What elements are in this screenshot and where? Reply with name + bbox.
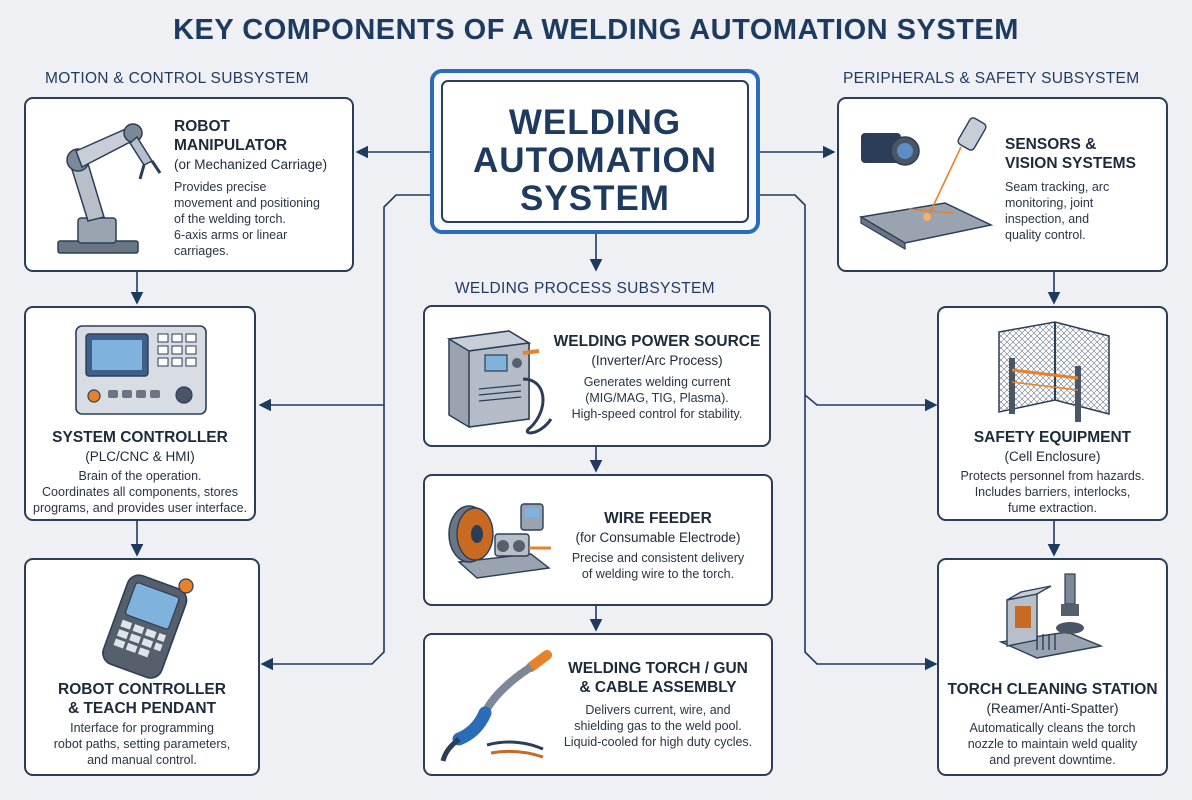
sensors-title-2: VISION SYSTEMS (1005, 155, 1136, 172)
page-title: KEY COMPONENTS OF A WELDING AUTOMATION S… (173, 14, 1019, 46)
controller-desc-1: Brain of the operation. (78, 469, 202, 483)
torch-desc-2: shielding gas to the weld pool. (574, 719, 742, 733)
feeder-title: WIRE FEEDER (604, 510, 712, 527)
robot-desc-3: of the welding torch. (174, 212, 286, 226)
robot-title-2: MANIPULATOR (174, 137, 288, 154)
section-motion-heading: MOTION & CONTROL SUBSYSTEM (45, 70, 309, 87)
cleaning-desc-1: Automatically cleans the torch (969, 721, 1136, 735)
safety-subtitle: (Cell Enclosure) (1004, 449, 1101, 464)
robot-manipulator-card: ROBOT MANIPULATOR (or Mechanized Carriag… (24, 97, 354, 272)
power-subtitle: (Inverter/Arc Process) (591, 353, 723, 368)
cleaning-subtitle: (Reamer/Anti-Spatter) (986, 701, 1119, 716)
controller-desc-3: programs, and provides user interface. (33, 501, 247, 515)
controller-subtitle: (PLC/CNC & HMI) (85, 449, 195, 464)
torch-cleaning-icon (998, 573, 1104, 659)
teach-pendant-icon (102, 574, 194, 679)
robot-title-1: ROBOT (174, 118, 230, 135)
plc-hmi-icon (75, 325, 207, 415)
safety-desc-2: Includes barriers, interlocks, (974, 485, 1131, 499)
power-title: WELDING POWER SOURCE (553, 333, 761, 350)
pendant-desc-3: and manual control. (87, 753, 197, 767)
safety-desc-3: fume extraction. (1008, 501, 1097, 515)
torch-title-2: & CABLE ASSEMBLY (579, 679, 737, 696)
sensors-title-1: SENSORS & (1005, 136, 1097, 153)
sensors-desc-3: inspection, and (1005, 212, 1090, 226)
torch-desc-1: Delivers current, wire, and (585, 703, 731, 717)
sensors-desc-4: quality control. (1005, 228, 1086, 242)
wire-feeder-icon (448, 503, 551, 579)
controller-desc-2: Coordinates all components, stores (42, 485, 238, 499)
safety-desc-1: Protects personnel from hazards. (960, 469, 1145, 483)
robot-desc-1: Provides precise (174, 180, 267, 194)
pendant-title-2: & TEACH PENDANT (67, 700, 217, 717)
pendant-desc-1: Interface for programming (70, 721, 214, 735)
cleaning-title: TORCH CLEANING STATION (947, 681, 1158, 698)
robot-arm-icon (57, 123, 162, 254)
sensors-desc-2: monitoring, joint (1005, 196, 1094, 210)
system-controller-card: SYSTEM CONTROLLER (PLC/CNC & HMI) Brain … (24, 306, 256, 521)
center-title-line2: AUTOMATION (473, 141, 717, 180)
sensors-desc-1: Seam tracking, arc (1005, 180, 1110, 194)
sensors-vision-card: SENSORS & VISION SYSTEMS Seam tracking, … (837, 97, 1168, 272)
torch-cleaning-card: TORCH CLEANING STATION (Reamer/Anti-Spat… (937, 558, 1168, 776)
welding-torch-icon (440, 650, 552, 762)
torch-desc-3: Liquid-cooled for high duty cycles. (563, 735, 753, 749)
power-desc-3: High-speed control for stability. (571, 407, 743, 421)
center-title-line3: SYSTEM (520, 179, 670, 218)
cleaning-desc-3: and prevent downtime. (989, 753, 1116, 767)
robot-desc-5: carriages. (174, 244, 229, 258)
robot-desc-2: movement and positioning (174, 196, 320, 210)
feeder-desc-2: of welding wire to the torch. (581, 567, 735, 581)
welding-torch-card: WELDING TORCH / GUN & CABLE ASSEMBLY Del… (423, 633, 773, 776)
torch-title-1: WELDING TORCH / GUN (568, 660, 748, 677)
power-source-icon (446, 330, 553, 435)
cleaning-desc-2: nozzle to maintain weld quality (967, 737, 1138, 751)
vision-sensor-icon (858, 117, 994, 251)
controller-title: SYSTEM CONTROLLER (52, 429, 228, 446)
power-desc-1: Generates welding current (583, 375, 731, 389)
safety-title: SAFETY EQUIPMENT (973, 429, 1132, 446)
robot-subtitle: (or Mechanized Carriage) (174, 157, 328, 172)
section-peripherals-heading: PERIPHERALS & SAFETY SUBSYSTEM (843, 70, 1140, 87)
safety-equipment-card: SAFETY EQUIPMENT (Cell Enclosure) Protec… (937, 306, 1168, 521)
robot-desc-4: 6-axis arms or linear (174, 228, 288, 242)
wire-feeder-card: WIRE FEEDER (for Consumable Electrode) P… (423, 474, 773, 606)
feeder-desc-1: Precise and consistent delivery (571, 551, 745, 565)
section-process-heading: WELDING PROCESS SUBSYSTEM (455, 280, 715, 297)
feeder-subtitle: (for Consumable Electrode) (575, 530, 741, 545)
pendant-desc-2: robot paths, setting parameters, (53, 737, 231, 751)
central-system-box: WELDING AUTOMATION SYSTEM (430, 69, 760, 234)
safety-fence-icon (998, 321, 1110, 422)
teach-pendant-card: ROBOT CONTROLLER & TEACH PENDANT Interfa… (24, 558, 260, 776)
power-desc-2: (MIG/MAG, TIG, Plasma). (585, 391, 729, 405)
power-source-card: WELDING POWER SOURCE (Inverter/Arc Proce… (423, 305, 771, 447)
center-title-line1: WELDING (508, 103, 682, 142)
pendant-title-1: ROBOT CONTROLLER (58, 681, 226, 698)
